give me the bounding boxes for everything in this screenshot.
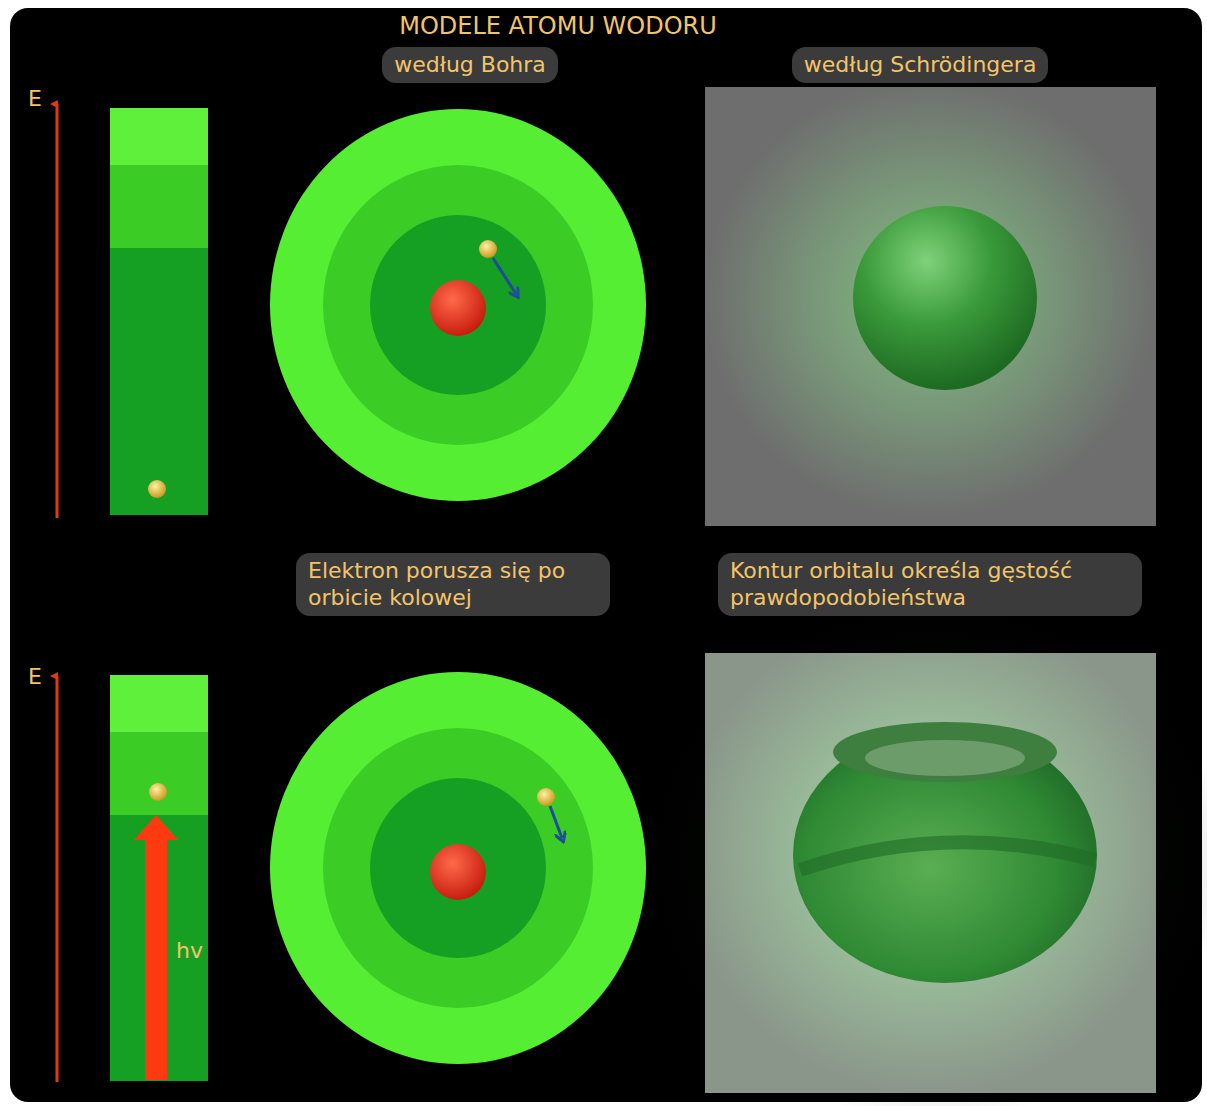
- energy-axis-label: E: [28, 86, 42, 111]
- energy-axis-label: E: [28, 664, 42, 689]
- diagram-title: MODELE ATOMU WODORU: [399, 12, 717, 40]
- caption-text: według Schrödingera: [804, 51, 1037, 79]
- photon-energy-label: hv: [176, 938, 203, 963]
- caption-pill: Elektron porusza się po orbicie kolowej: [296, 553, 610, 616]
- caption-pill: według Schrödingera: [792, 47, 1049, 83]
- caption-text: Kontur orbitalu określa gęstość prawdopo…: [730, 557, 1130, 612]
- caption-text: według Bohra: [394, 51, 546, 79]
- caption-pill: według Bohra: [382, 47, 558, 83]
- caption-text: Elektron porusza się po orbicie kolowej: [308, 557, 598, 612]
- caption-pill: Kontur orbitalu określa gęstość prawdopo…: [718, 553, 1142, 616]
